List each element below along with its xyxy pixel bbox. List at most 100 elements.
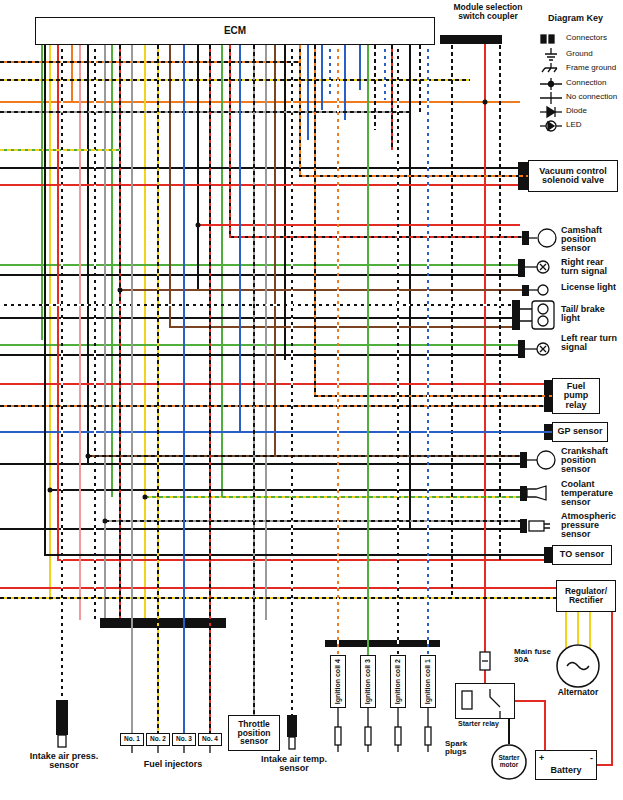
wire-connector [597, 612, 612, 765]
relay-frame [455, 683, 515, 719]
wire-stripe [291, 45, 293, 715]
wire-stripe [0, 149, 120, 151]
wire-stripe [61, 45, 63, 700]
component-label: Starter motor [491, 755, 527, 769]
wire [321, 45, 323, 110]
wire-connector [240, 45, 552, 432]
wire-connector [300, 45, 528, 176]
label-holder: Intake air press. sensor [24, 752, 104, 770]
wire [0, 463, 520, 465]
legend-item: Frame ground [566, 64, 616, 72]
legend-text: Diode [566, 107, 587, 115]
wire-connector [315, 45, 552, 396]
legend-item: Connectors [566, 34, 607, 42]
wire-stripe [145, 496, 520, 498]
legend-symbol [547, 107, 555, 117]
junction-dot [86, 454, 91, 459]
component-symbol [544, 524, 550, 528]
junction-dot [48, 488, 53, 493]
fuel-injector: No. 4 [198, 733, 222, 746]
component-symbol [289, 737, 295, 749]
component-symbol [335, 727, 341, 745]
wire [484, 38, 486, 683]
connector-symbol [325, 640, 440, 647]
component-symbol [529, 237, 537, 238]
wire-connector [515, 701, 545, 750]
component-symbol [538, 304, 548, 314]
legend-symbol [542, 63, 557, 72]
wire [197, 45, 199, 290]
wire [71, 45, 73, 102]
wire [253, 45, 255, 715]
box-label: No. 4 [202, 736, 218, 743]
box-label: No. 1 [124, 736, 140, 743]
label-holder: Camshaft position sensor [561, 226, 619, 253]
component-symbol [525, 348, 537, 349]
component-symbol [532, 301, 554, 329]
wire-connector [578, 612, 579, 644]
component-symbol [537, 343, 549, 355]
component-symbol [538, 229, 556, 247]
connector-symbol [56, 700, 68, 735]
label-holder: Spark plugs [445, 740, 479, 756]
wire [265, 45, 267, 620]
wire [0, 149, 120, 151]
component-symbol [527, 459, 537, 460]
wire-stripe [105, 520, 520, 522]
starter-motor: Starter motor [491, 744, 527, 780]
component-symbol [540, 264, 546, 270]
ignition-coil: Ignition coil 3 [360, 655, 376, 708]
wire-stripe [419, 45, 421, 112]
component-label: Spark plugs [445, 740, 479, 756]
wire [45, 45, 552, 555]
connector-symbol [287, 715, 297, 737]
legend-text: No connection [566, 93, 617, 101]
wire-connector [45, 45, 552, 555]
wire-stripe [337, 45, 339, 655]
wire [170, 45, 512, 327]
wire [397, 45, 399, 655]
component-symbol [527, 486, 546, 500]
wire [0, 304, 512, 306]
wire [0, 597, 556, 599]
wire-connector [254, 45, 255, 715]
wire [0, 79, 470, 81]
box-label: GP sensor [558, 427, 603, 436]
connector-symbol [520, 486, 527, 501]
legend-title: Diagram Key [548, 14, 620, 23]
component-symbol [525, 266, 537, 267]
wire-stripe [0, 304, 512, 306]
wire [409, 45, 411, 530]
component-symbol [365, 727, 371, 745]
ecm-box: ECM [35, 17, 435, 45]
wire-connector [184, 45, 185, 733]
component-symbol [538, 285, 548, 295]
wire [79, 45, 81, 620]
wire [104, 45, 106, 620]
component-label: Alternator [550, 688, 606, 697]
wire [87, 45, 89, 465]
component-label: License light [561, 283, 619, 292]
wire [120, 289, 522, 291]
connector-symbol [56, 162, 552, 737]
wire [58, 45, 544, 560]
component-symbol [425, 727, 431, 745]
component-symbol [482, 660, 488, 661]
wire [291, 45, 293, 715]
wire-stripe [94, 45, 96, 620]
component-symbol [338, 708, 428, 727]
wire-stripe [0, 45, 512, 715]
connector-symbol [522, 285, 529, 296]
wire [61, 45, 63, 700]
label-holder: Diagram Key [548, 14, 620, 23]
connector-symbol [520, 519, 527, 533]
wire-stripe [499, 38, 501, 560]
component-symbol [132, 746, 210, 753]
component-symbol [538, 316, 548, 326]
wire [0, 167, 518, 169]
wire-stripe [88, 455, 520, 457]
legend-symbol [541, 35, 546, 43]
wire [0, 587, 556, 589]
junction-dot [196, 223, 201, 228]
